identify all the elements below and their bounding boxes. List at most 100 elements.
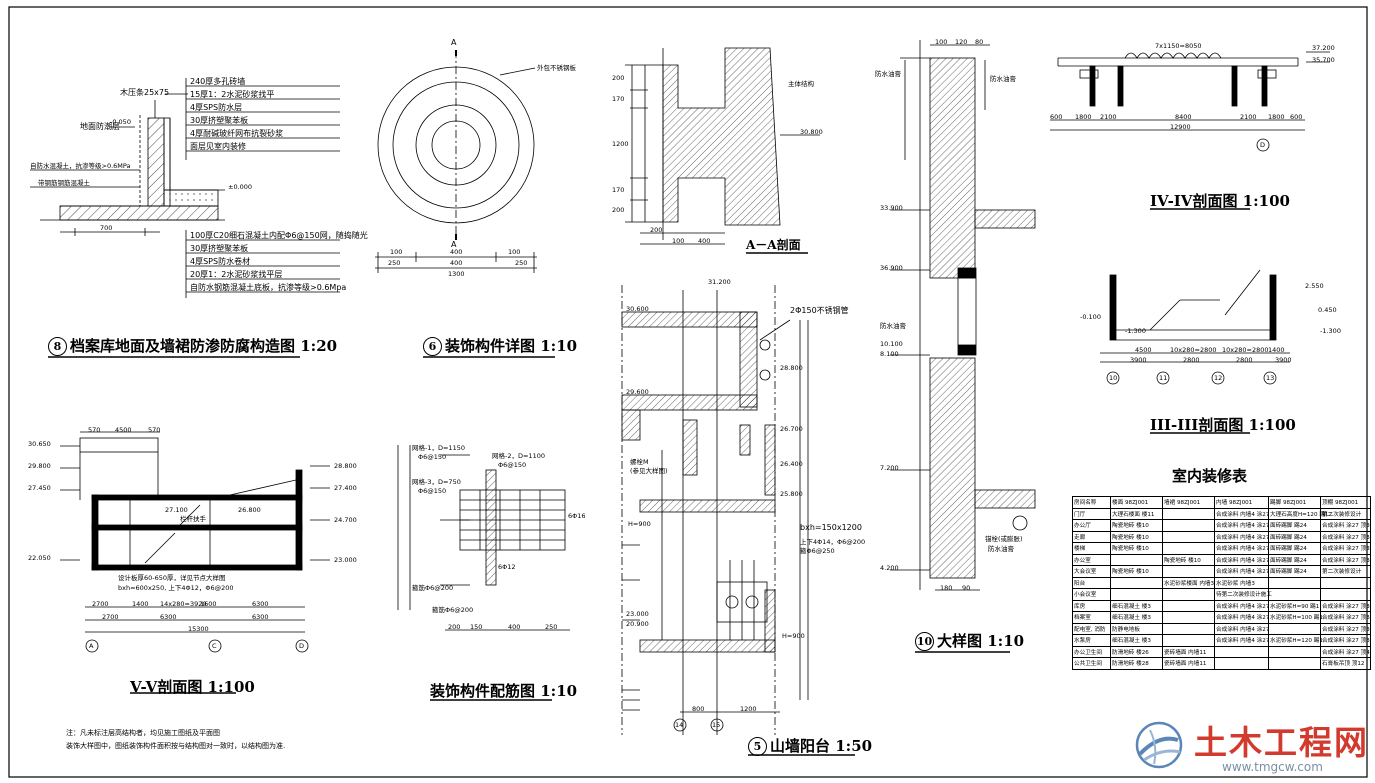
table-cell	[1110, 576, 1163, 589]
d10-note-0: 防水油膏	[875, 70, 901, 78]
d4-axis: D	[1260, 141, 1266, 149]
d3-axis-0: 10	[1109, 374, 1118, 382]
d4-dim-5: 1800	[1268, 113, 1285, 121]
d3-dim2-3: 3900	[1275, 356, 1292, 364]
d5-axis-1: 15	[712, 721, 721, 729]
d5-dim-0: 800	[692, 705, 705, 713]
d5-elev-4: 26.700	[780, 425, 803, 433]
d4-dim-6: 600	[1290, 113, 1303, 121]
table-cell	[1268, 622, 1321, 635]
table-cell: 档案室	[1072, 611, 1111, 624]
d4-dim-0: 600	[1050, 113, 1063, 121]
table-cell: 大会议室	[1072, 565, 1111, 578]
table-cell: 合成涂料 涂27 顶3	[1320, 599, 1371, 612]
d5v-mid-elev-0: 27.100	[165, 506, 188, 514]
table-cell	[1162, 622, 1215, 635]
d8-dim: 700	[100, 224, 113, 232]
d8-bottom-layer-0: 100厚C20细石混凝土内配Φ6@150网，随捣随光	[190, 231, 368, 240]
d3-axis-1: 11	[1159, 374, 1168, 382]
dpj-r1-0: 网格-1，D=1150	[412, 444, 465, 452]
d8-left-note-1: 带钢筋钢筋混凝土	[38, 179, 90, 187]
d6-note: 外包不锈钢板	[537, 64, 576, 72]
table-header-cell: 顶棚 98ZJ001	[1320, 496, 1371, 509]
d5-elev-7: 23.000	[626, 610, 649, 618]
table-cell: 走廊	[1072, 530, 1111, 543]
d6-dim2-0: 250	[388, 259, 401, 267]
daa-vdim-4: 200	[612, 206, 625, 214]
dpj-dim-3: 250	[545, 623, 558, 631]
table-cell: 水泥砂浆H=100 踢1	[1268, 611, 1323, 624]
d5v-elev-l-0: 30.650	[28, 440, 51, 448]
table-cell: 合成涂料 内墙4 涂27	[1214, 530, 1269, 543]
d3-dim-2: 10x280=2800	[1222, 346, 1269, 354]
table-cell	[1110, 553, 1163, 566]
d5v-elev-r-0: 28.800	[334, 462, 357, 470]
d5v-dim-bot-2: 14x280=3920	[160, 600, 207, 608]
table-cell	[1162, 530, 1215, 543]
d5-elev-1: 30.600	[626, 305, 649, 313]
d4-top-dim: 7x1150=8050	[1155, 42, 1202, 50]
d10-elev-3: 8.100	[880, 350, 899, 358]
d6-dim-2: 100	[508, 248, 521, 256]
d4-total: 12900	[1170, 123, 1191, 131]
table-cell	[1268, 588, 1321, 601]
d5v-note2: 设计板厚60-650厚，详见节点大样图	[118, 574, 226, 582]
dpj-dim-2: 400	[508, 623, 521, 631]
daa-vdim-1: 170	[612, 95, 625, 103]
d5-note-0: 2Φ150不锈钢管	[790, 306, 849, 315]
d5v-axis-0: A	[89, 642, 94, 650]
table-cell: 第二次装修设计	[1320, 565, 1371, 578]
d5v-dim-bot2-1: 6300	[160, 613, 177, 621]
d3-dim-0: 4500	[1135, 346, 1152, 354]
d8-side-note: 地面防潮层	[80, 122, 120, 131]
title-detail-aa: A－A剖面	[746, 238, 801, 252]
d4-elev-0: 37.200	[1312, 44, 1335, 52]
d8-elev2: ±0.000	[228, 183, 253, 191]
daa-dim-2: 400	[698, 237, 711, 245]
dpj-bar: 6Φ16	[568, 512, 586, 520]
table-row: 小会议室待第二次装修设计施工	[1072, 588, 1371, 601]
table-cell: 合成涂料 涂27 顶3	[1320, 542, 1371, 555]
detail-pj-drawing	[397, 445, 570, 631]
d8-top-layer-1: 15厚1：2水泥砂浆找平	[190, 90, 275, 99]
detail-aa-drawing	[625, 47, 820, 245]
table-cell: 合成涂料 内墙4 涂27	[1214, 622, 1269, 635]
table-cell	[1110, 588, 1163, 601]
dpj-r3-0: 网格-3，D=750	[412, 478, 461, 486]
dpj-bar2: 6Φ12	[498, 563, 516, 571]
table-cell	[1268, 576, 1321, 589]
d3-dim-1: 10x280=2800	[1170, 346, 1217, 354]
table-cell: 瓷砖墙面 内墙11	[1162, 657, 1215, 670]
d10-dim-bot-0: 180	[940, 584, 953, 592]
table-cell: 水泥砂浆 内墙3	[1214, 576, 1269, 589]
dpj-dim-1: 150	[470, 623, 483, 631]
d3-dim2-0: 3900	[1130, 356, 1147, 364]
table-cell	[1320, 588, 1371, 601]
d5-elev-3: 28.800	[780, 364, 803, 372]
d10-note-3: 防水油膏	[988, 545, 1014, 553]
d5v-axis-2: D	[299, 642, 305, 650]
detail-10-drawing	[890, 40, 1036, 591]
detail-6-drawing	[375, 50, 537, 273]
d5-note-3: 箍Φ6@250	[800, 547, 835, 555]
table-cell: 水泥砂浆H=120 踢1	[1268, 634, 1323, 647]
table-cell: 防静电地板	[1110, 622, 1163, 635]
d10-note-4: 防水油膏	[990, 75, 1016, 83]
detail-4-drawing	[1050, 51, 1330, 152]
table-cell	[1320, 576, 1371, 589]
d8-top-layer-5: 面层见室内装修	[190, 142, 246, 151]
dpj-r2-0: 网格-2，D=1100	[492, 452, 545, 460]
table-cell: 面砖踢脚 踢24	[1268, 542, 1321, 555]
daa-note: 主体结构	[788, 80, 814, 88]
d10-note-1: 防水油膏	[880, 322, 906, 330]
d8-top-layer-2: 4厚SPS防水层	[190, 103, 243, 112]
d10-dim-top-0: 100	[935, 38, 948, 46]
